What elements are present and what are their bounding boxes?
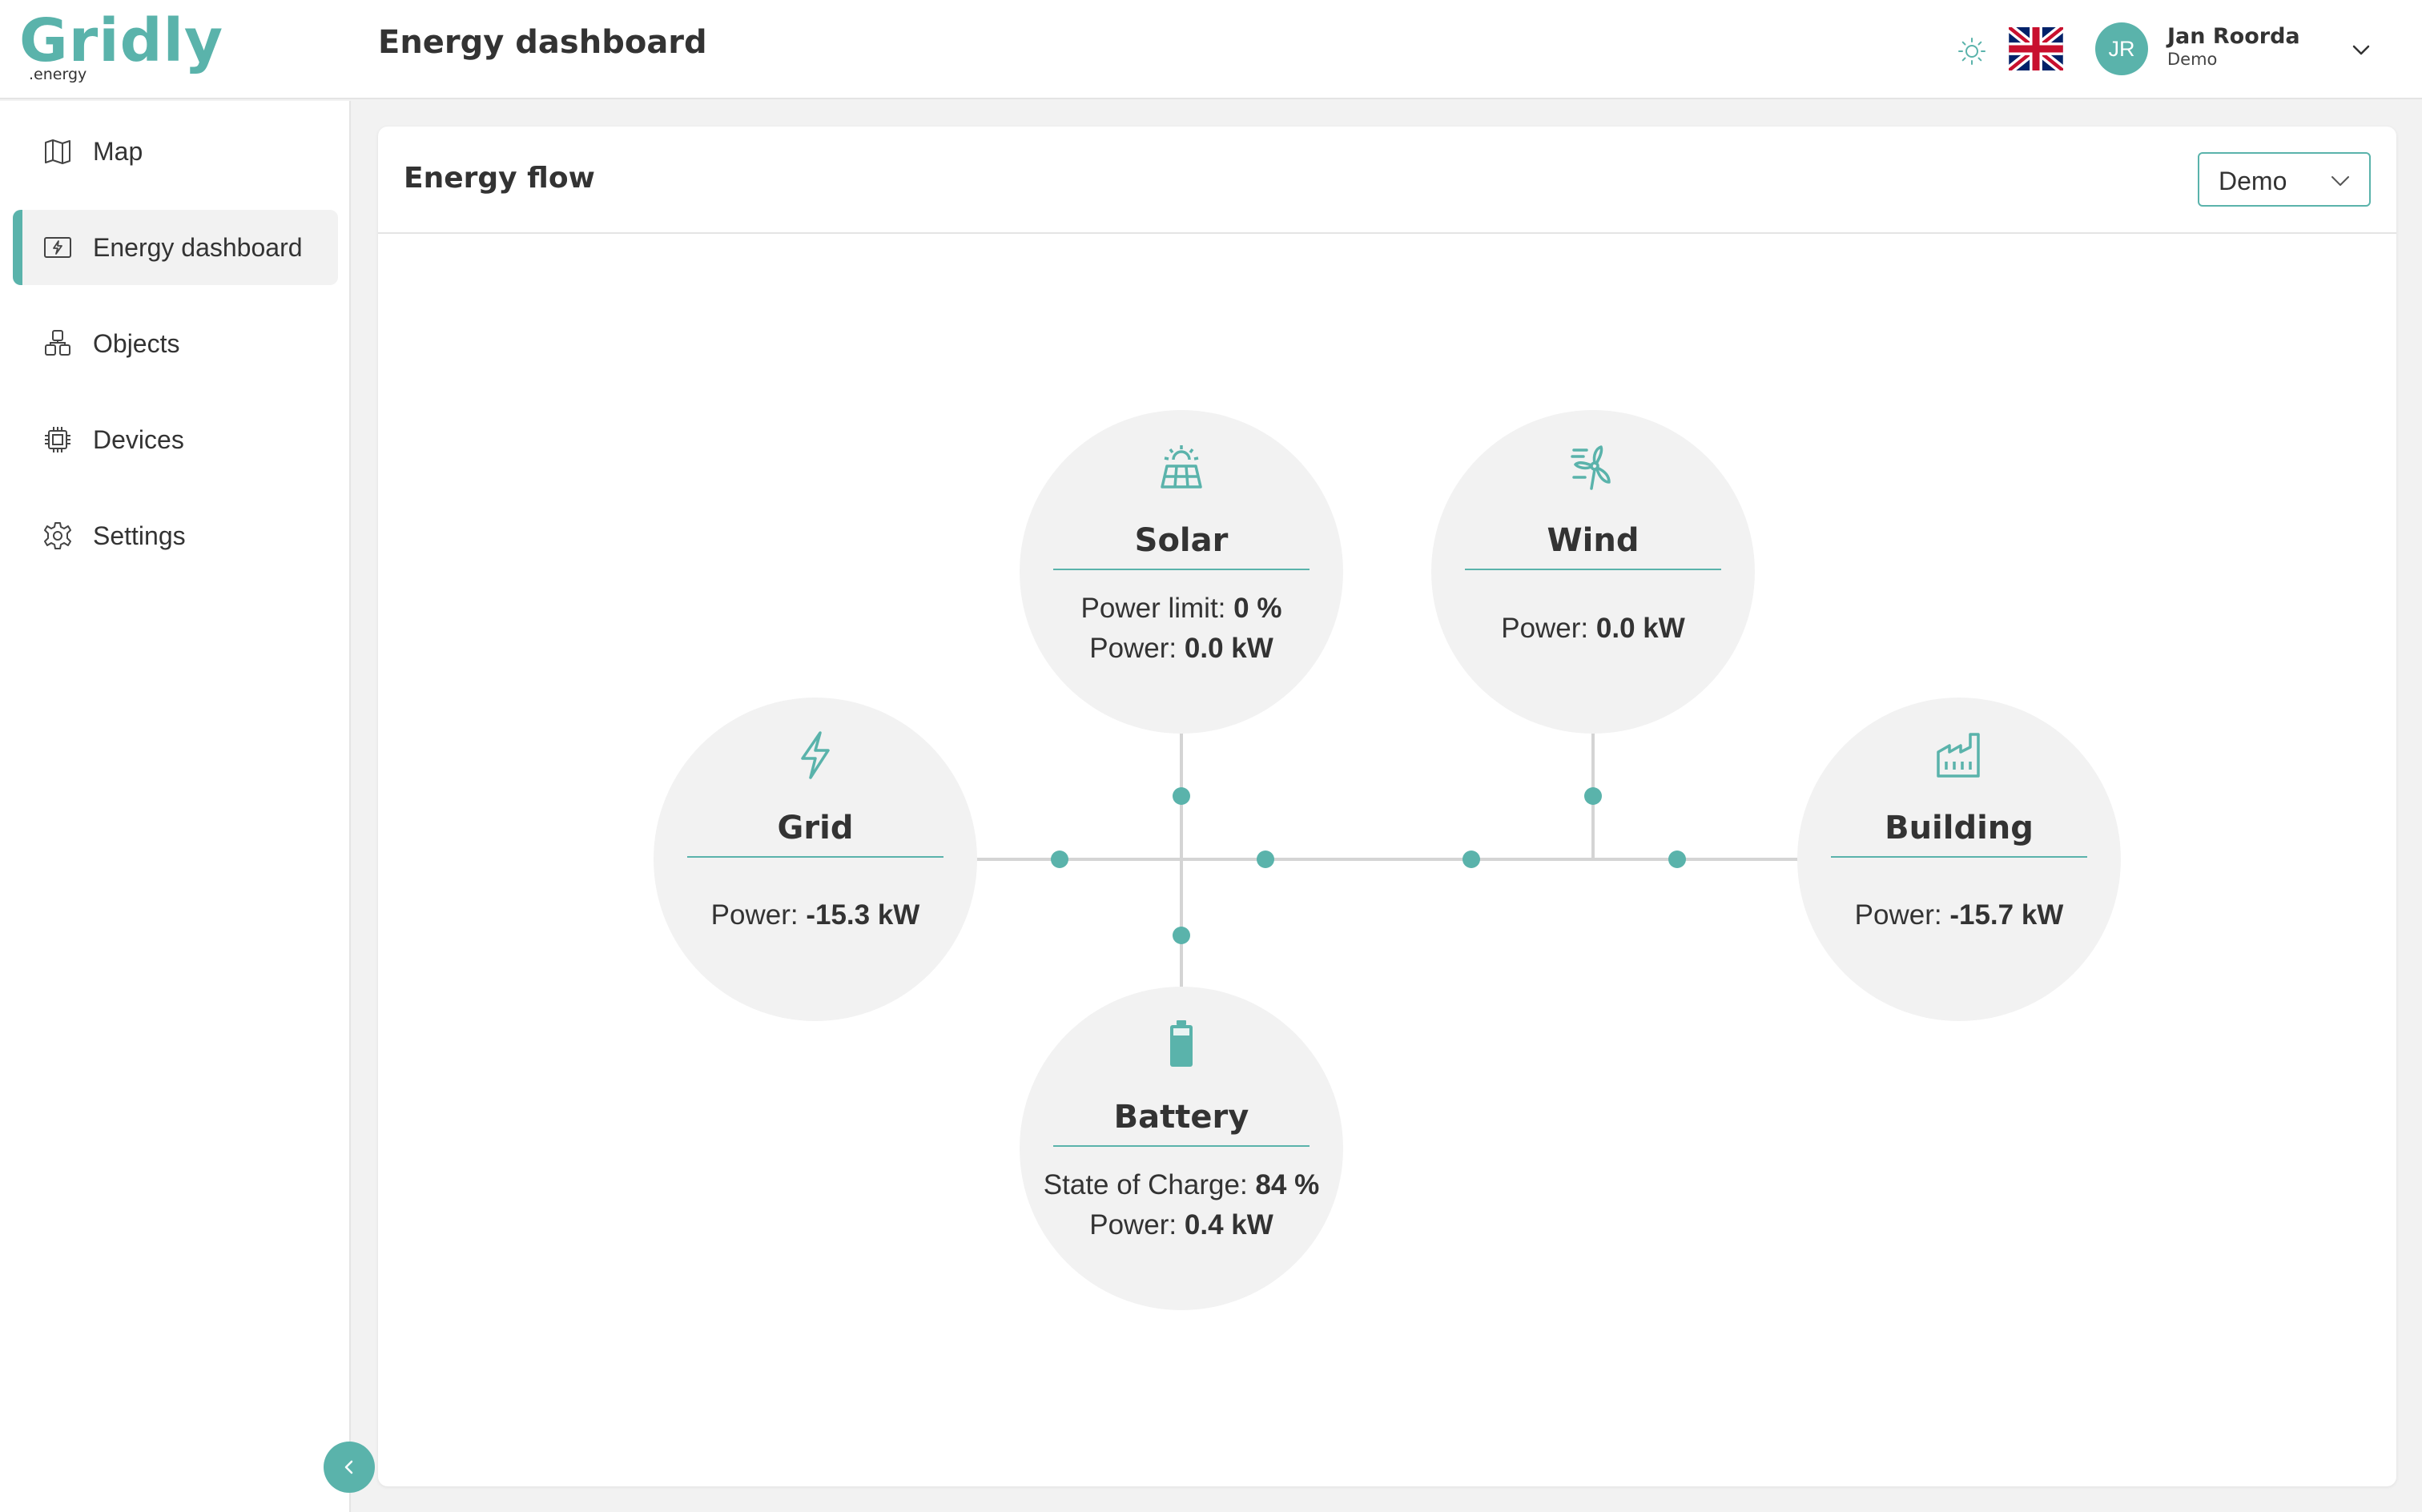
sidebar-item-devices[interactable]: Devices — [13, 402, 338, 477]
sidebar-item-objects[interactable]: Objects — [13, 306, 338, 381]
node-divider — [687, 856, 943, 858]
sidebar: Map Energy dashboard Objects Devic — [0, 101, 351, 1512]
map-icon — [42, 135, 74, 167]
gear-icon — [42, 520, 74, 552]
app-header: Gridly .energy Energy dashboard JR Jan R… — [0, 0, 2422, 99]
node-title: Battery — [1020, 1099, 1343, 1136]
battery-icon — [1157, 1019, 1205, 1070]
gridly-logo[interactable]: Gridly .energy — [19, 11, 223, 70]
building-power: Power: -15.7 kW — [1797, 899, 2121, 931]
sidebar-item-energy-dashboard[interactable]: Energy dashboard — [13, 210, 338, 285]
wind-power: Power: 0.0 kW — [1431, 613, 1755, 645]
grid-node[interactable]: Grid Power: -15.3 kW — [654, 698, 977, 1021]
grid-power: Power: -15.3 kW — [654, 899, 977, 931]
sidebar-item-label: Devices — [93, 425, 184, 455]
sidebar-item-label: Objects — [93, 329, 179, 359]
node-title: Grid — [654, 810, 977, 846]
node-title: Wind — [1431, 522, 1755, 559]
solar-power: Power: 0.0 kW — [1020, 633, 1343, 665]
sidebar-item-map[interactable]: Map — [13, 114, 338, 189]
sidebar-item-settings[interactable]: Settings — [13, 498, 338, 573]
sun-icon[interactable] — [1956, 35, 1988, 67]
factory-icon — [1935, 730, 1983, 781]
flow-dot — [1051, 850, 1068, 868]
avatar[interactable]: JR — [2095, 22, 2148, 75]
energy-flow-card: Energy flow Demo — [378, 127, 2396, 1486]
flow-dot — [1173, 927, 1190, 944]
solar-power-limit: Power limit: 0 % — [1020, 593, 1343, 625]
flow-dot — [1257, 850, 1274, 868]
node-divider — [1053, 569, 1310, 570]
wind-turbine-icon — [1569, 442, 1617, 493]
node-divider — [1053, 1145, 1310, 1147]
node-divider — [1831, 856, 2087, 858]
flow-dot — [1462, 850, 1480, 868]
flow-dot — [1584, 787, 1602, 805]
solar-node[interactable]: Solar Power limit: 0 % Power: 0.0 kW — [1020, 410, 1343, 734]
sidebar-item-label: Energy dashboard — [93, 233, 303, 263]
battery-node[interactable]: Battery State of Charge: 84 % Power: 0.4… — [1020, 987, 1343, 1310]
dashboard-icon — [42, 231, 74, 263]
wind-node[interactable]: Wind Power: 0.0 kW — [1431, 410, 1755, 734]
building-node[interactable]: Building Power: -15.7 kW — [1797, 698, 2121, 1021]
sidebar-item-label: Map — [93, 137, 143, 167]
battery-power: Power: 0.4 kW — [1020, 1209, 1343, 1241]
user-role: Demo — [2167, 50, 2217, 69]
logo-text: Gridly — [19, 11, 223, 70]
sidebar-item-label: Settings — [93, 521, 186, 551]
chevron-left-icon — [338, 1456, 360, 1478]
lightning-icon — [791, 730, 839, 781]
battery-state-of-charge: State of Charge: 84 % — [1020, 1169, 1343, 1201]
chip-icon — [42, 424, 74, 456]
collapse-sidebar-button[interactable] — [324, 1442, 375, 1493]
chevron-down-icon[interactable] — [2347, 35, 2376, 64]
solar-panel-icon — [1157, 442, 1205, 493]
uk-flag-icon[interactable] — [2009, 27, 2063, 70]
node-title: Solar — [1020, 522, 1343, 559]
node-divider — [1465, 569, 1721, 570]
page-title: Energy dashboard — [378, 24, 707, 61]
user-name[interactable]: Jan Roorda — [2167, 24, 2300, 49]
node-title: Building — [1797, 810, 2121, 846]
objects-icon — [42, 328, 74, 360]
flow-dot — [1668, 850, 1686, 868]
flow-dot — [1173, 787, 1190, 805]
logo-subtext: .energy — [29, 66, 86, 83]
